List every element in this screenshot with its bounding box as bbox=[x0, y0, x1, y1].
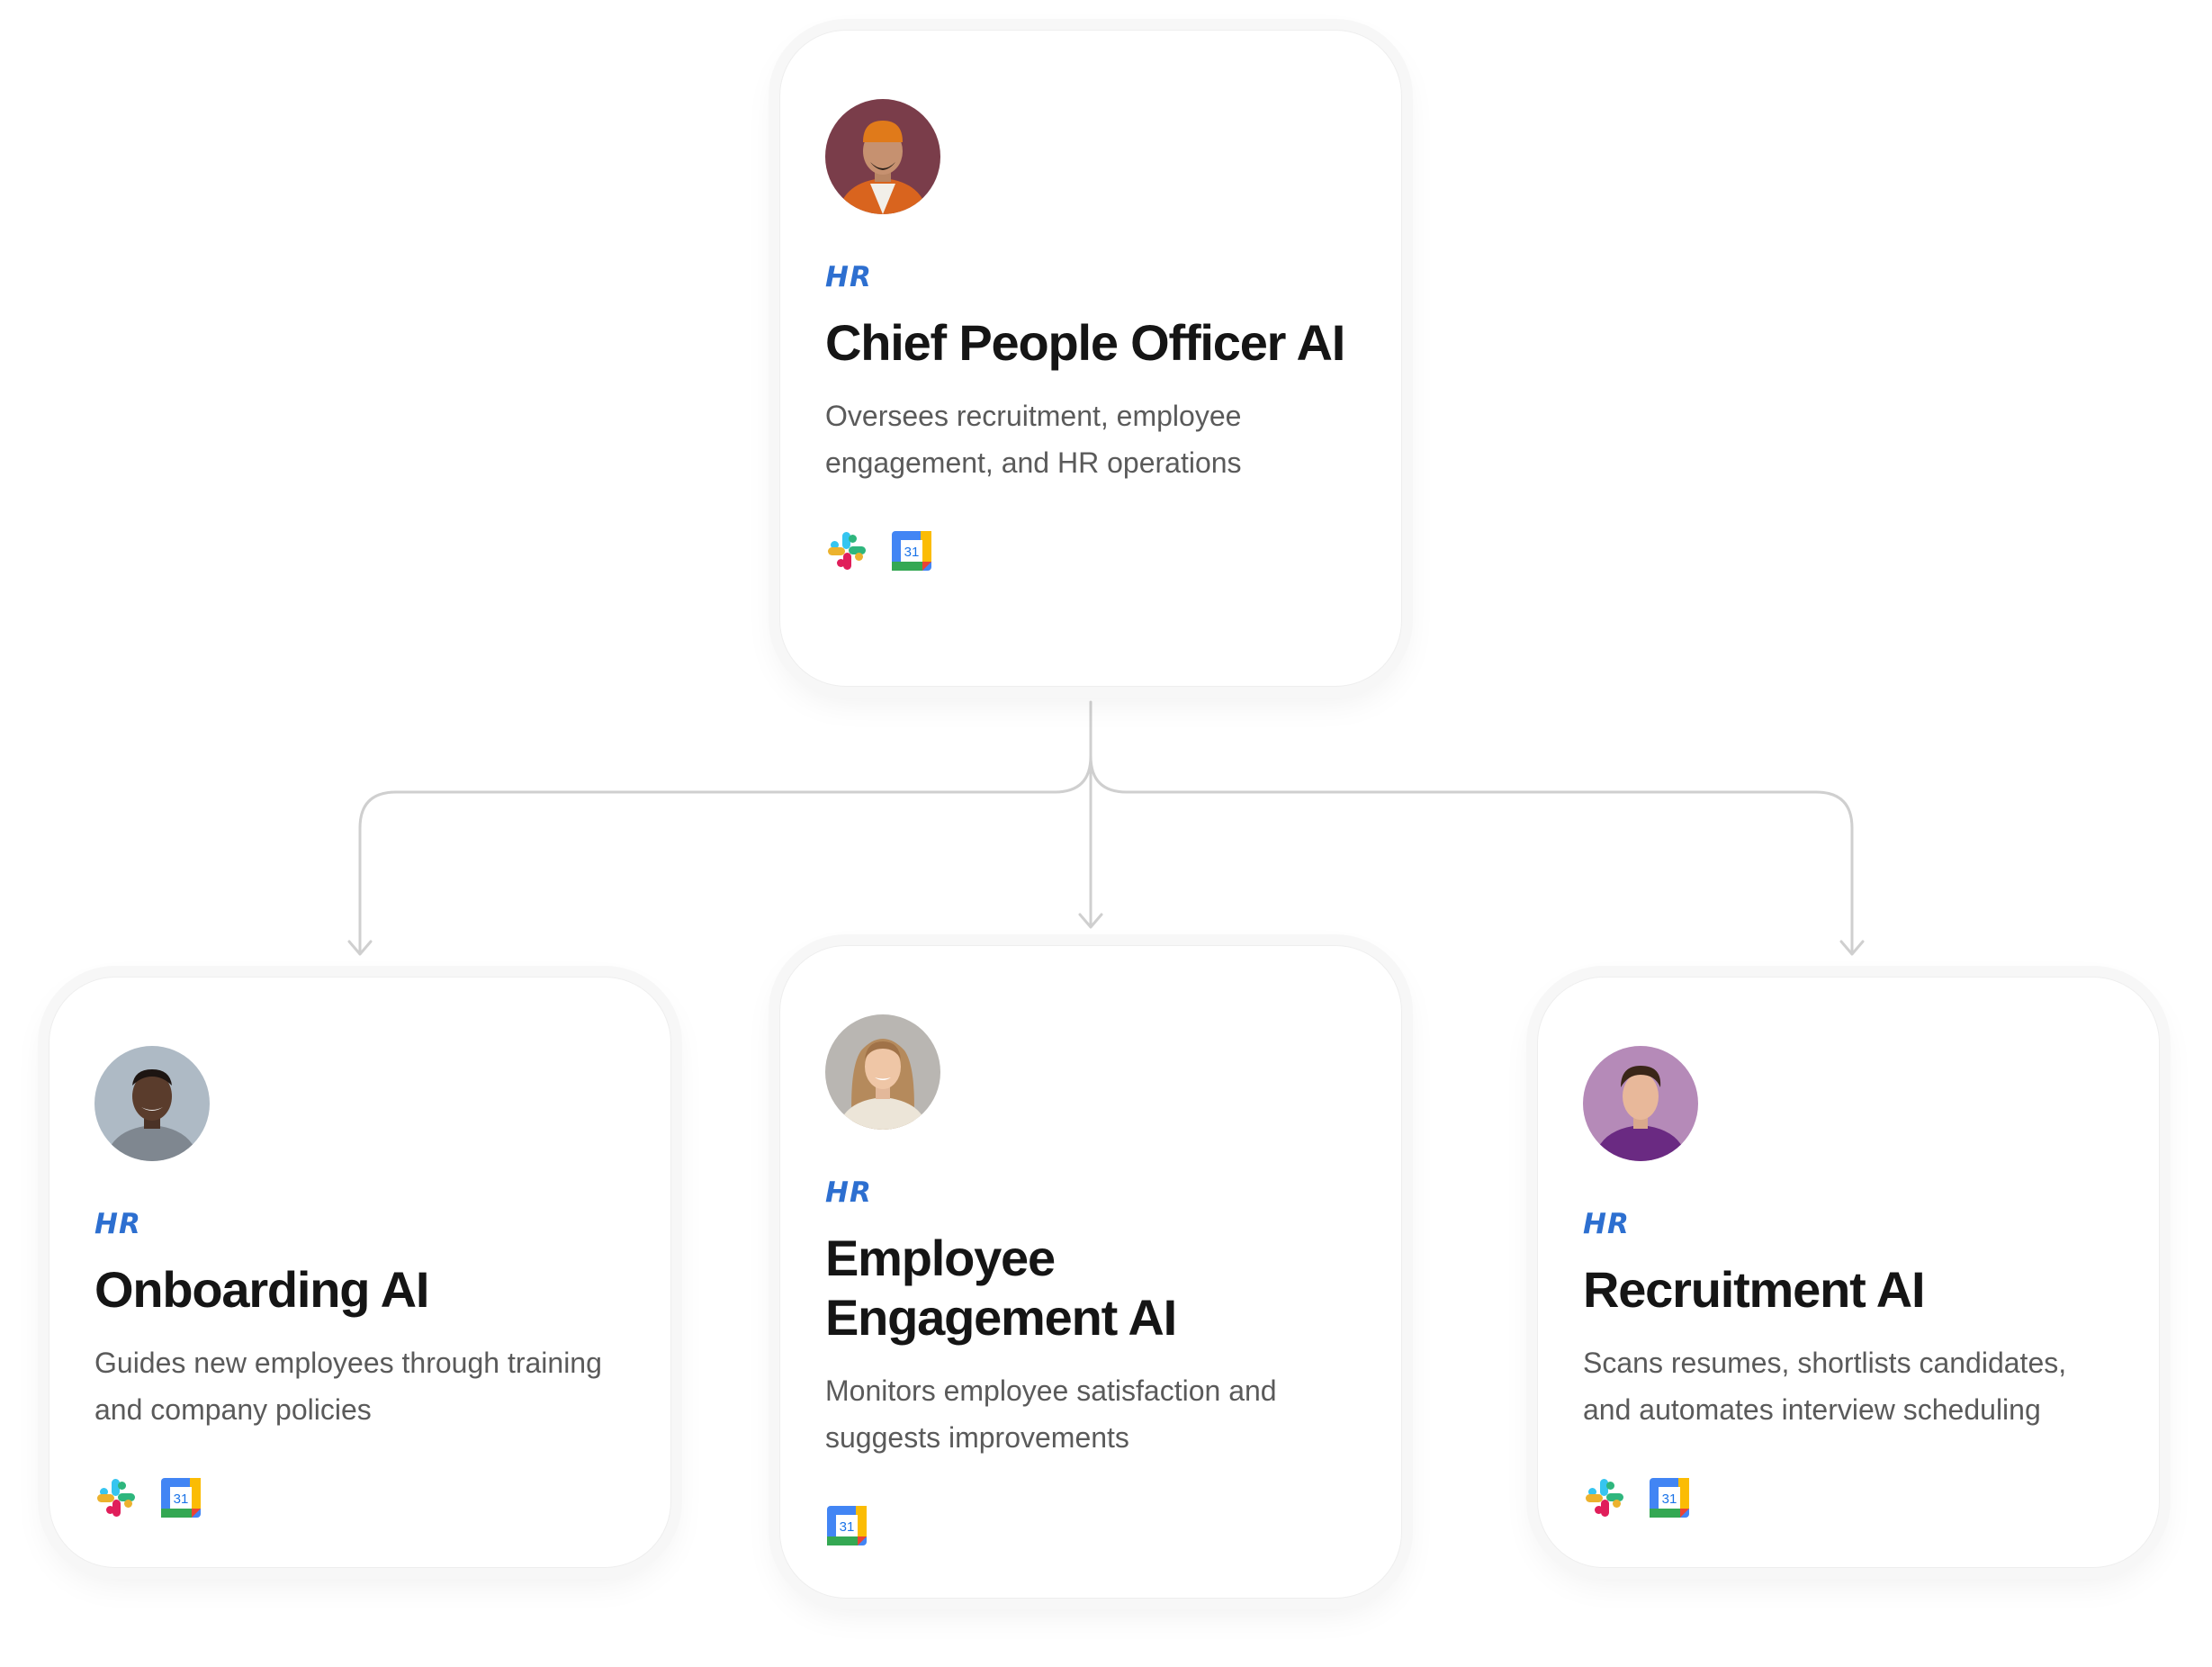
agent-description: Guides new employees through training an… bbox=[94, 1347, 602, 1426]
agent-description: Monitors employee satisfaction and sugge… bbox=[825, 1374, 1277, 1454]
avatar-recruitment bbox=[1583, 1046, 1698, 1161]
arrowhead-left bbox=[347, 940, 373, 956]
tool-icons: 31 bbox=[825, 529, 1356, 572]
google-calendar-icon: 31 bbox=[1648, 1476, 1691, 1519]
agent-card-recruitment[interactable]: HR Recruitment AI Scans resumes, shortli… bbox=[1537, 977, 2160, 1568]
avatar-chief-people-officer bbox=[825, 99, 940, 214]
google-calendar-icon: 31 bbox=[159, 1476, 202, 1519]
svg-text:31: 31 bbox=[1662, 1491, 1677, 1507]
tool-icons: 31 bbox=[1583, 1476, 2114, 1519]
avatar-employee-engagement bbox=[825, 1014, 940, 1130]
agent-card-chief-people-officer[interactable]: HR Chief People Officer AI Oversees recr… bbox=[779, 30, 1402, 687]
tool-icons: 31 bbox=[825, 1504, 1356, 1547]
connector-branch-left bbox=[358, 754, 1093, 954]
department-label: HR bbox=[94, 1208, 141, 1240]
agent-card-onboarding[interactable]: HR Onboarding AI Guides new employees th… bbox=[49, 977, 671, 1568]
slack-icon bbox=[1583, 1476, 1626, 1519]
agent-title: Recruitment AI bbox=[1583, 1261, 1926, 1318]
slack-icon bbox=[94, 1476, 138, 1519]
department-label: HR bbox=[825, 1176, 872, 1209]
agent-title: Onboarding AI bbox=[94, 1261, 429, 1318]
avatar-onboarding bbox=[94, 1046, 210, 1161]
agent-title: Employee Engagement AI bbox=[825, 1230, 1177, 1346]
svg-text:31: 31 bbox=[904, 545, 920, 560]
agent-card-employee-engagement[interactable]: HR Employee Engagement AI Monitors emplo… bbox=[779, 945, 1402, 1599]
arrowhead-right bbox=[1839, 940, 1865, 956]
department-label: HR bbox=[1583, 1208, 1630, 1240]
svg-text:31: 31 bbox=[174, 1491, 189, 1507]
agent-title: Chief People Officer AI bbox=[825, 314, 1345, 371]
google-calendar-icon: 31 bbox=[890, 529, 933, 572]
agent-description: Scans resumes, shortlists candidates, an… bbox=[1583, 1347, 2067, 1426]
tool-icons: 31 bbox=[94, 1476, 625, 1519]
svg-text:31: 31 bbox=[840, 1519, 855, 1535]
arrowhead-center bbox=[1078, 913, 1103, 929]
agent-description: Oversees recruitment, employee engagemen… bbox=[825, 400, 1242, 479]
connector-branch-right bbox=[1089, 754, 1854, 954]
department-label: HR bbox=[825, 261, 872, 293]
google-calendar-icon: 31 bbox=[825, 1504, 868, 1547]
slack-icon bbox=[825, 529, 868, 572]
